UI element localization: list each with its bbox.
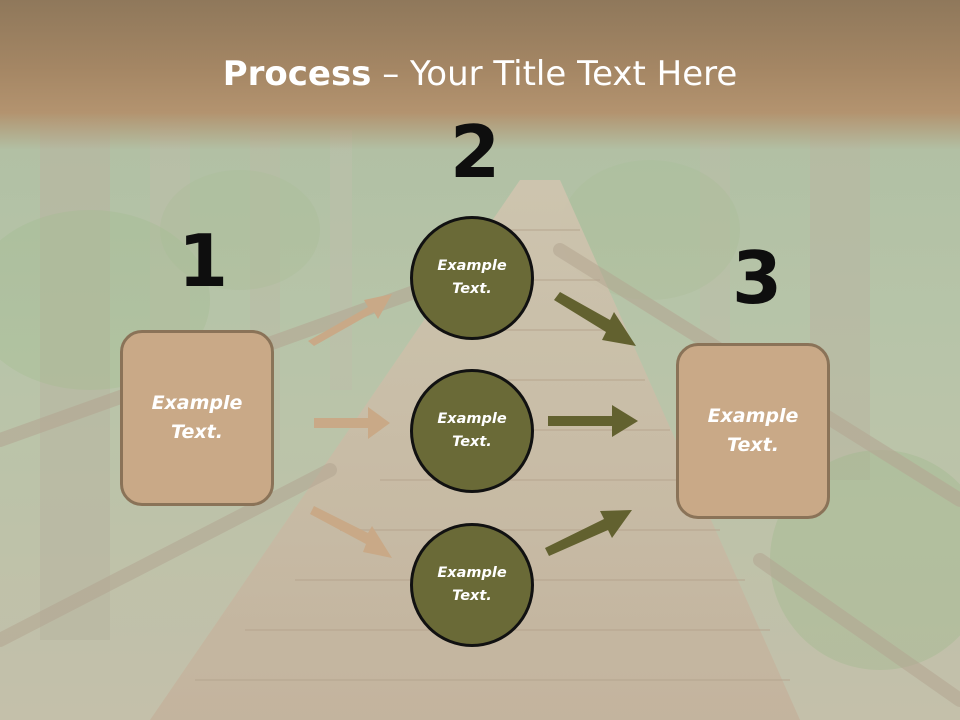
arrow-icon (314, 407, 390, 439)
process-circle-top[interactable]: Example Text. (410, 216, 534, 340)
arrow-icon (545, 510, 632, 556)
right-box-line1: Example (707, 405, 799, 427)
title-rest: – Your Title Text Here (371, 54, 738, 94)
circle-top-line2: Text. (452, 281, 492, 297)
left-box-line1: Example (151, 392, 243, 414)
process-circle-bottom[interactable]: Example Text. (410, 523, 534, 647)
circle-bottom-line2: Text. (452, 588, 492, 604)
circle-bottom-line1: Example (437, 565, 507, 581)
title-band (0, 0, 960, 150)
left-text-box[interactable]: Example Text. (120, 330, 274, 506)
right-text-box[interactable]: Example Text. (676, 343, 830, 519)
circle-middle-line2: Text. (452, 434, 492, 450)
right-box-line2: Text. (727, 434, 779, 456)
left-box-line2: Text. (171, 421, 223, 443)
arrow-icon (548, 405, 638, 437)
process-circle-middle[interactable]: Example Text. (410, 369, 534, 493)
step-number-2: 2 (450, 110, 501, 194)
arrow-icon (554, 292, 636, 346)
arrow-icon (308, 294, 392, 346)
circle-middle-line1: Example (437, 411, 507, 427)
step-number-3: 3 (732, 236, 783, 320)
circle-top-line1: Example (437, 258, 507, 274)
title-bold: Process (222, 54, 372, 94)
slide-title: Process – Your Title Text Here (0, 52, 960, 96)
step-number-1: 1 (178, 219, 229, 303)
arrow-icon (310, 506, 392, 558)
